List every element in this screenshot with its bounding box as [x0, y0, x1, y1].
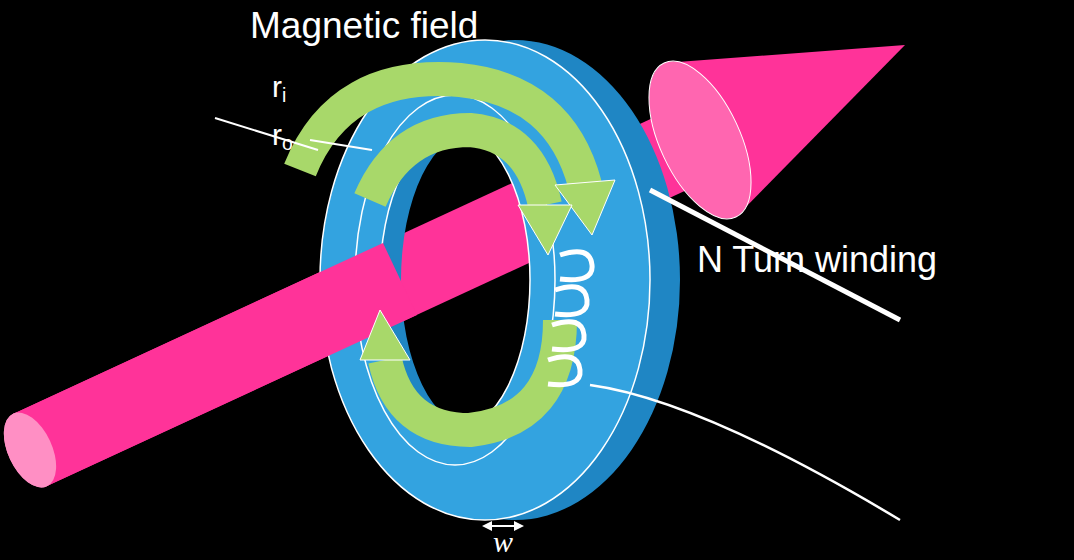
leader-line [310, 140, 372, 150]
winding-lead [590, 385, 900, 520]
dimension-arrow [514, 521, 524, 531]
radius-label: ro [272, 118, 293, 154]
winding-label: N Turn winding [697, 240, 937, 280]
width-label: w [493, 525, 513, 558]
field-arrowheads [360, 180, 615, 360]
winding-coils [548, 252, 592, 385]
arrowhead-base [628, 46, 772, 234]
field-arrows [300, 79, 585, 430]
dimension-arrow [482, 521, 492, 531]
leader-line [215, 118, 318, 150]
conductor-rod-front [13, 243, 417, 486]
figure-title: Magnetic field [250, 6, 478, 47]
radius-label: ri [272, 70, 286, 106]
conductor-end-front [0, 404, 67, 495]
